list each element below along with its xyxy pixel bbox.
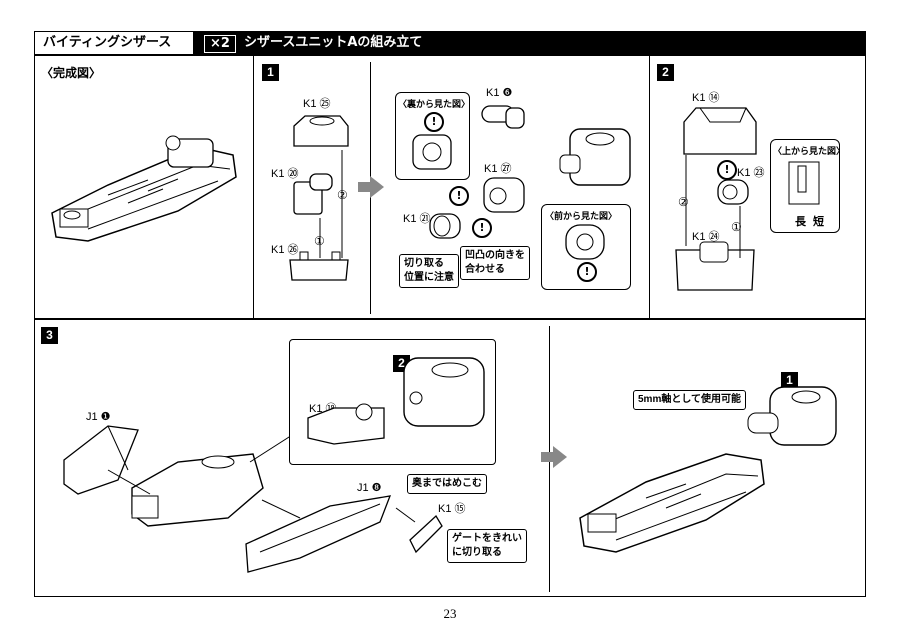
part-k1-15: K1 ⑮ [438,503,466,515]
part-k1-18-shape [307,403,385,445]
seq-1-step2: ① [731,220,742,234]
panel-bottom [34,319,866,597]
part-k1-27-shape [483,177,525,213]
panel-top [34,55,866,319]
caution-icon: ! [449,186,469,206]
part-k1-21-shape [429,213,461,239]
flow-arrow-step3 [541,446,567,468]
divider-step2 [649,55,650,319]
caution-icon: ! [472,218,492,238]
caution-icon: ! [717,160,737,180]
part-k1-27: K1 ㉗ [484,163,512,175]
page-number: 23 [443,606,457,621]
completed-label: 〈完成図〉 [41,66,102,80]
part-k1-6-shape [481,105,525,129]
step3-assembly-main [131,453,264,527]
seq-2-step2: ② [678,195,689,209]
note-cut-position: 切り取る 位置に注意 [399,254,459,288]
section-title: バイティングシザース [35,32,193,54]
step-2-badge: 2 [657,64,674,81]
top-view-part [788,161,820,205]
part-j1-1: J1 ❶ [86,411,111,423]
flow-arrow-step1 [358,176,384,198]
completed-model-illustration [51,135,237,242]
part-k1-24: K1 ㉔ [692,231,720,243]
part-k1-26: K1 ㉖ [271,244,299,256]
result-top-part [747,386,837,446]
step-3-badge: 3 [41,327,58,344]
part-k1-14: K1 ⑭ [692,92,720,104]
divider-completed [253,55,254,319]
inset-part-main [403,357,485,427]
note-cut-gate: ゲートをきれい に切り取る [447,529,527,563]
result-model-illustration [579,453,765,553]
multiplier-badge: ×2 [204,35,236,53]
part-k1-25: K1 ㉕ [303,98,331,110]
part-k1-20: K1 ⑳ [271,168,299,180]
label-long: 長 [795,216,806,228]
top-view-label: 〈上から見た図〉 [773,146,846,156]
caution-icon: ! [424,112,444,132]
caution-icon: ! [577,262,597,282]
front-view-part [565,224,605,260]
part-k1-23: K1 ㉓ [737,167,765,179]
note-align-notch: 凹凸の向きを 合わせる [460,246,530,280]
part-k1-25-shape [293,115,349,147]
part-k1-6: K1 ❻ [486,87,513,99]
seq-1-step1: ① [314,234,325,248]
step-1-badge: 1 [262,64,279,81]
page-title: シザースユニットAの組み立て [244,35,423,50]
back-view-label: 〈裏から見た図〉 [398,99,471,109]
front-view-label: 〈前から見た図〉 [545,211,618,221]
part-k1-15-shape [409,514,443,554]
part-k1-24-shape [675,241,755,291]
part-j1-8-shape [245,495,392,573]
step1-assembly-main [559,128,631,186]
back-view-part [412,134,452,170]
part-j1-1-shape [63,425,139,495]
result-step-badge: 1 [781,372,798,389]
part-k1-26-shape [289,251,349,281]
part-j1-8: J1 ❽ [357,482,382,494]
part-k1-14-shape [683,107,757,155]
part-k1-20-shape [293,173,333,215]
label-short: 短 [813,216,824,228]
note-push-in: 奥まではめこむ [407,474,487,494]
note-5mm-axis: 5mm軸として使用可能 [633,390,747,410]
part-k1-21: K1 ㉑ [403,213,431,225]
part-k1-23-shape [717,179,749,205]
